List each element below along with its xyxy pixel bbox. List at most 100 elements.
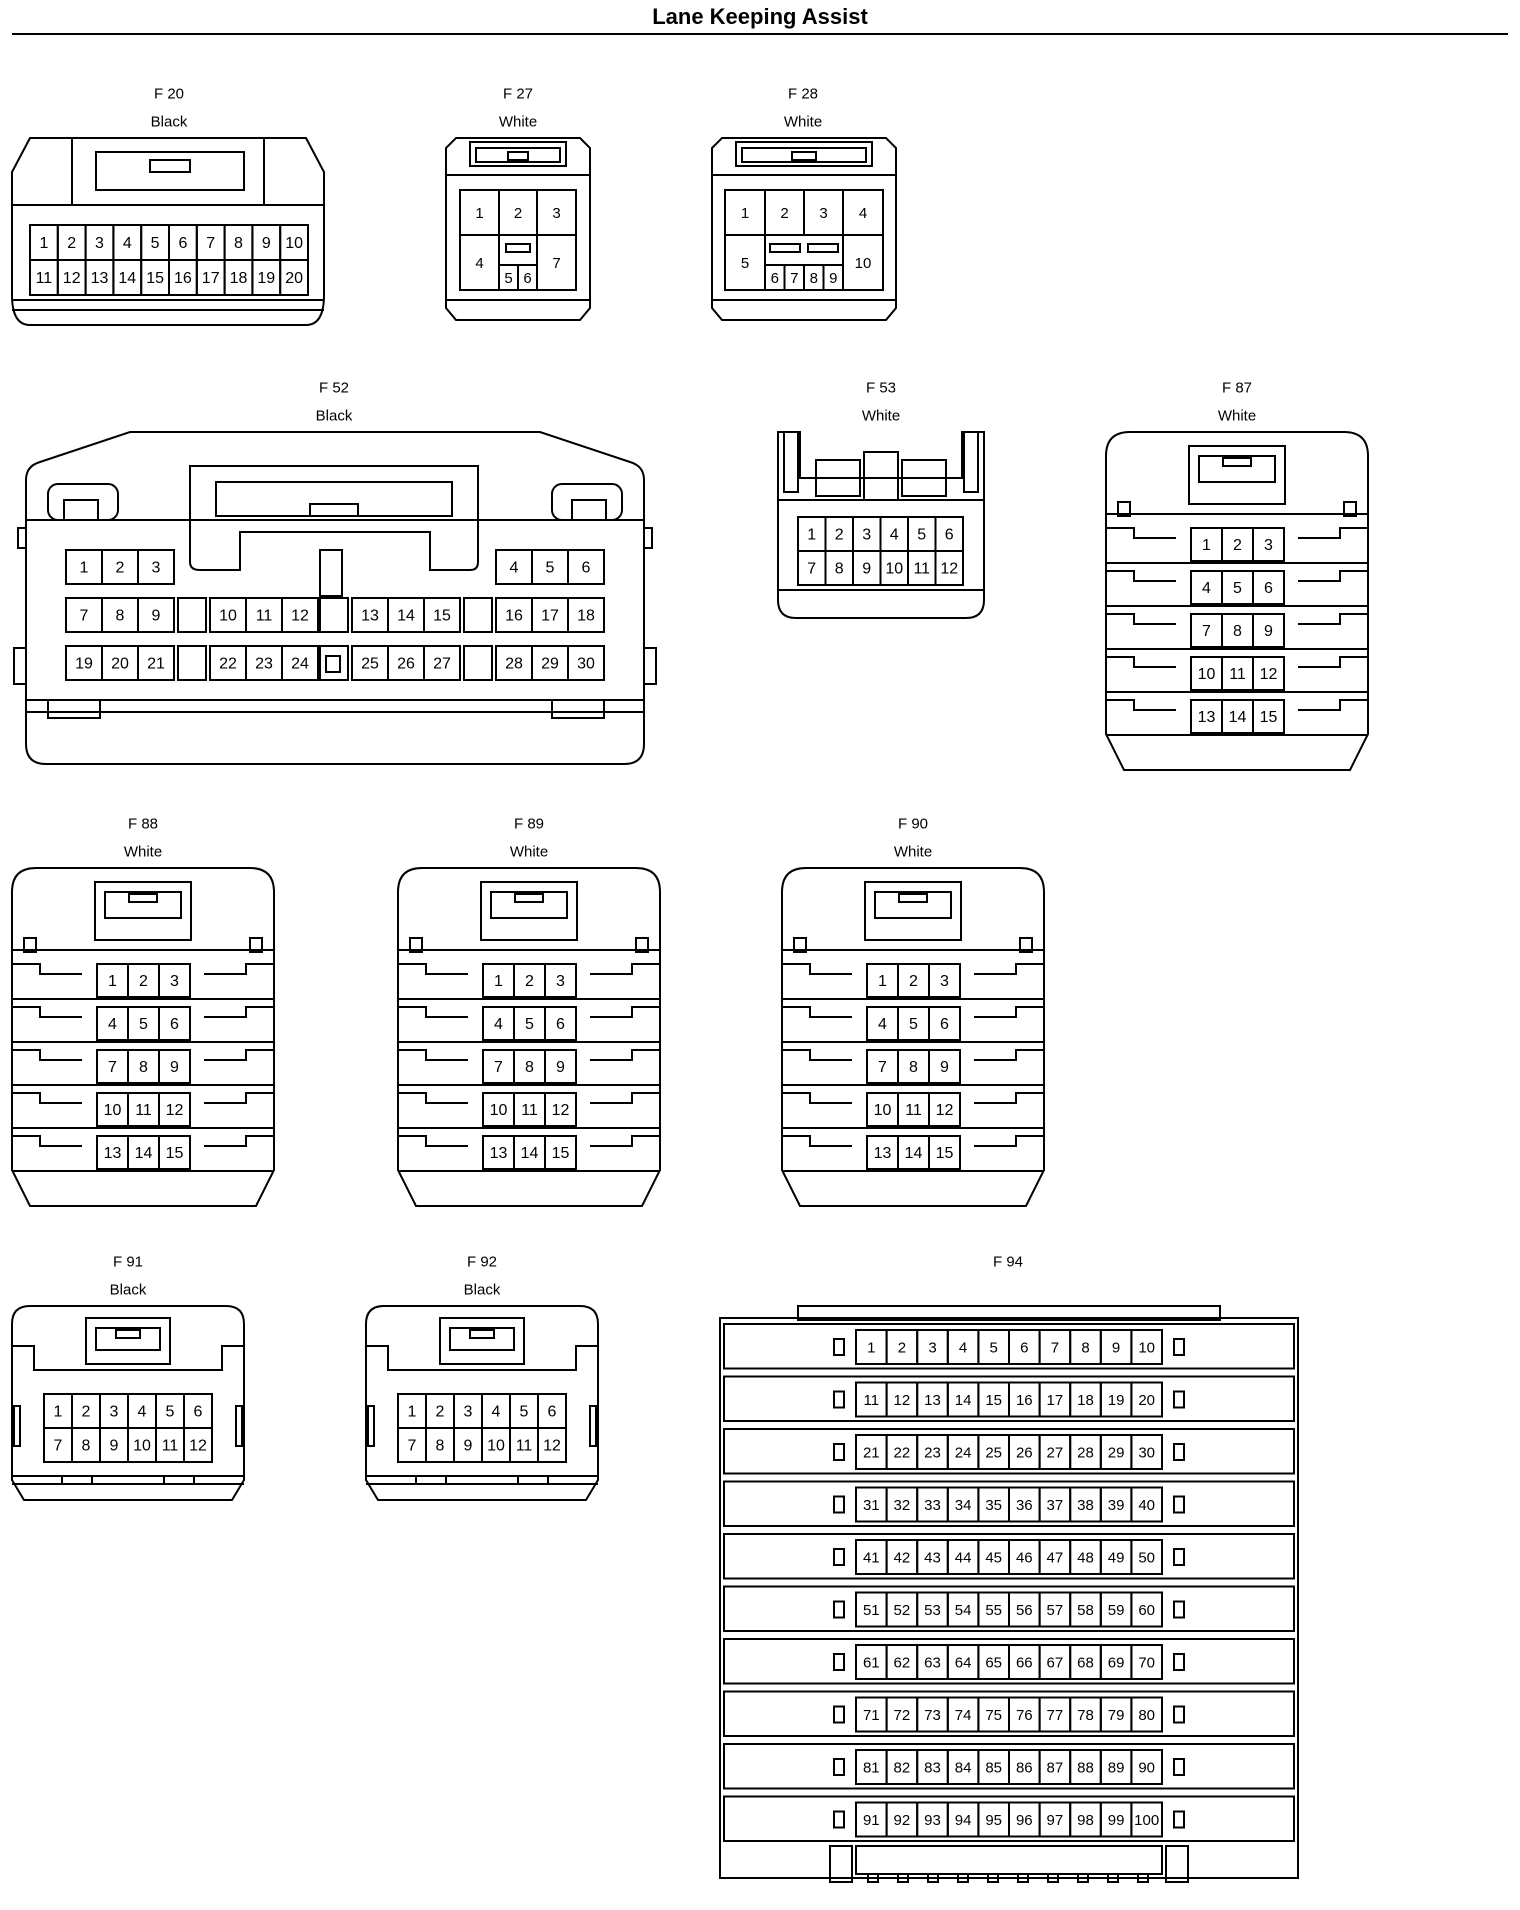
housing-outline bbox=[643, 527, 653, 549]
pin-label: 47 bbox=[1047, 1550, 1064, 1567]
housing-outline bbox=[17, 527, 27, 549]
pin-label: 56 bbox=[1016, 1602, 1033, 1619]
latch-slot bbox=[833, 1810, 845, 1829]
pin-label: 79 bbox=[1108, 1707, 1125, 1724]
housing-outline bbox=[325, 655, 341, 673]
comb-rib bbox=[398, 1092, 468, 1104]
pin-label: 12 bbox=[166, 1102, 184, 1119]
housing-outline bbox=[635, 937, 649, 953]
pin-label: 37 bbox=[1047, 1497, 1064, 1514]
pin-label: 66 bbox=[1016, 1655, 1033, 1672]
comb-rib bbox=[204, 963, 274, 975]
housing-outline bbox=[309, 503, 359, 517]
pin-label: 23 bbox=[255, 656, 273, 673]
pin-label: 41 bbox=[863, 1550, 880, 1567]
connector-color-label: White bbox=[124, 844, 162, 861]
pin-label: 15 bbox=[1260, 709, 1278, 726]
pin-cell bbox=[822, 264, 844, 291]
comb-rib bbox=[590, 1006, 660, 1018]
pin-label: 87 bbox=[1047, 1760, 1064, 1777]
pin-label: 5 bbox=[504, 270, 512, 287]
pin-label: 72 bbox=[894, 1707, 911, 1724]
pin-cell bbox=[517, 264, 538, 291]
pin-label: 11 bbox=[36, 270, 53, 287]
pin-label: 12 bbox=[543, 1438, 561, 1455]
pin-label: 10 bbox=[219, 608, 237, 625]
pin-label: 5 bbox=[909, 1016, 918, 1033]
pin-label: 30 bbox=[1138, 1445, 1155, 1462]
housing-outline bbox=[319, 549, 343, 597]
connector-label: F 20 bbox=[154, 86, 184, 103]
pin-label: 9 bbox=[940, 1059, 949, 1076]
latch-slot bbox=[833, 1495, 845, 1514]
pin-label: 5 bbox=[520, 1404, 529, 1421]
housing-outline bbox=[11, 867, 275, 1207]
pin-cell bbox=[281, 645, 319, 681]
pin-cell bbox=[137, 597, 175, 633]
pin-label: 40 bbox=[1138, 1497, 1155, 1514]
pin-label: 8 bbox=[82, 1438, 91, 1455]
housing-outline bbox=[1188, 445, 1286, 505]
comb-rib bbox=[12, 1049, 82, 1061]
pin-label: 9 bbox=[829, 270, 837, 287]
latch-slot bbox=[1173, 1810, 1185, 1829]
comb-rib bbox=[590, 1135, 660, 1147]
pin-label: 94 bbox=[955, 1812, 972, 1829]
housing-outline bbox=[95, 1327, 161, 1351]
pin-label: 11 bbox=[162, 1438, 179, 1455]
pin-label: 29 bbox=[541, 656, 559, 673]
pin-cell bbox=[1130, 1591, 1164, 1628]
pin-label: 67 bbox=[1047, 1655, 1064, 1672]
pin-cell bbox=[1252, 527, 1285, 562]
housing-outline bbox=[249, 937, 263, 953]
latch-slot bbox=[1173, 1653, 1185, 1671]
comb-rib bbox=[782, 963, 852, 975]
pin-label: 7 bbox=[1051, 1340, 1059, 1357]
pin-label: 12 bbox=[1260, 666, 1278, 683]
comb-rib bbox=[12, 1135, 82, 1147]
connector-label: F 27 bbox=[503, 86, 533, 103]
housing-outline bbox=[1222, 457, 1252, 467]
pin-label: 15 bbox=[985, 1392, 1002, 1409]
pin-label: 97 bbox=[1047, 1812, 1064, 1829]
housing-outline bbox=[793, 937, 807, 953]
pin-label: 55 bbox=[985, 1602, 1002, 1619]
comb-rib bbox=[974, 1092, 1044, 1104]
pin-label: 19 bbox=[75, 656, 93, 673]
pin-label: 59 bbox=[1108, 1602, 1125, 1619]
pin-label: 95 bbox=[985, 1812, 1002, 1829]
pin-label: 14 bbox=[955, 1392, 972, 1409]
pin-label: 4 bbox=[108, 1016, 117, 1033]
pin-label: 17 bbox=[202, 270, 220, 287]
pin-label: 7 bbox=[80, 608, 89, 625]
pin-label: 6 bbox=[523, 270, 531, 287]
keyway bbox=[769, 243, 801, 253]
pin-label: 10 bbox=[133, 1438, 151, 1455]
pin-label: 8 bbox=[234, 235, 243, 252]
comb-rib bbox=[1298, 656, 1368, 668]
pin-label: 26 bbox=[397, 656, 415, 673]
pin-label: 7 bbox=[1202, 623, 1211, 640]
blank-cavity bbox=[177, 597, 207, 633]
pin-label: 20 bbox=[285, 270, 303, 287]
pin-label: 4 bbox=[878, 1016, 887, 1033]
pin-label: 33 bbox=[924, 1497, 941, 1514]
pin-label: 3 bbox=[552, 205, 560, 222]
connector-color-label: White bbox=[1218, 408, 1256, 425]
pin-label: 75 bbox=[985, 1707, 1002, 1724]
housing-outline bbox=[215, 481, 453, 517]
housing-outline bbox=[1117, 501, 1131, 517]
comb-tooth bbox=[1047, 1873, 1059, 1883]
pin-label: 38 bbox=[1077, 1497, 1094, 1514]
pin-label: 2 bbox=[525, 973, 534, 990]
pin-label: 6 bbox=[194, 1404, 203, 1421]
pin-cell bbox=[1130, 1749, 1164, 1785]
latch-slot bbox=[1173, 1600, 1185, 1619]
pin-label: 1 bbox=[867, 1340, 875, 1357]
pin-cell bbox=[544, 1135, 577, 1170]
pin-label: 82 bbox=[894, 1760, 911, 1777]
pin-label: 13 bbox=[361, 608, 379, 625]
blank-cavity bbox=[463, 597, 493, 633]
pin-cell bbox=[423, 597, 461, 633]
